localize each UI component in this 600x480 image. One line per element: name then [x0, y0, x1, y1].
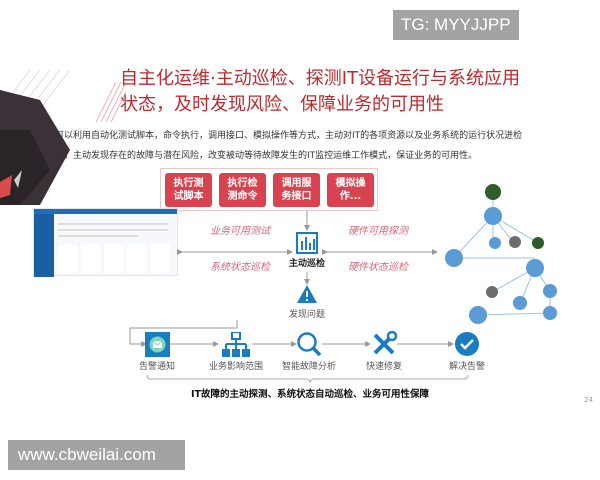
- method-text: 模拟操: [335, 178, 366, 189]
- description: 可以利用自动化测试脚本，命令执行，调用接口、模拟操作等方式，主动对IT的各项资源…: [55, 126, 555, 166]
- method-text: 调用服: [281, 178, 312, 189]
- method-text: 执行测: [173, 178, 204, 189]
- title-line-2: 状态，及时发现风险、保障业务的可用性: [120, 94, 444, 115]
- methods-panel: 执行测试脚本 执行检测命令 调用服务接口 模拟操作...: [160, 168, 378, 211]
- title-stripes-decoration: [96, 82, 126, 122]
- method-text: 测命令: [227, 191, 258, 202]
- tools-icon: [373, 331, 397, 355]
- label-business-availability-test: 业务可用测试: [210, 226, 270, 237]
- method-box: 执行测试脚本: [165, 173, 212, 207]
- description-line-1: 可以利用自动化测试脚本，命令执行，调用接口、模拟操作等方式，主动对IT的各项资源…: [55, 131, 523, 141]
- method-box: 模拟操作...: [327, 173, 374, 207]
- method-text: 作...: [339, 191, 362, 202]
- app-screenshot-thumbnail: [33, 208, 178, 277]
- method-box: 调用服务接口: [273, 173, 320, 207]
- flow-label-fault-analysis: 智能故障分析: [281, 362, 336, 372]
- flow-label-resolve-alert: 解决告警: [448, 362, 485, 372]
- page-title: 自主化运维·主动巡检、探测IT设备运行与系统应用 状态，及时发现风险、保障业务的…: [120, 66, 560, 118]
- watermark-top: TG: MYYJJPP: [393, 10, 519, 40]
- description-line-2: 测，主动发现存在的故障与潜在风险，改变被动等待故障发生的IT监控运维工作模式，保…: [55, 151, 478, 161]
- page-number: 24: [584, 396, 593, 404]
- flow-label-impact-scope: 业务影响范围: [208, 362, 263, 372]
- label-hardware-status-inspection: 硬件状态巡检: [348, 262, 408, 273]
- center-label: 主动巡检: [288, 259, 325, 269]
- flow-label-quick-fix: 快速修复: [365, 362, 402, 372]
- warning-icon: [297, 285, 317, 303]
- method-box: 执行检测命令: [219, 173, 266, 207]
- watermark-bottom: www.cbweilai.com: [8, 440, 185, 470]
- hierarchy-icon: [222, 332, 250, 357]
- topology-graph: [445, 184, 557, 324]
- mail-icon: [145, 332, 170, 357]
- method-text: 试脚本: [173, 191, 204, 202]
- search-icon: [297, 332, 322, 357]
- bar-chart-icon: [296, 232, 318, 254]
- label-hardware-availability-probe: 硬件可用探测: [348, 226, 408, 237]
- bottom-caption: IT故障的主动探测、系统状态自动巡检、业务可用性保障: [190, 389, 429, 400]
- flow-label-alert-notify: 告警通知: [138, 362, 175, 372]
- problem-label: 发现问题: [288, 310, 325, 320]
- title-line-1: 自主化运维·主动巡检、探测IT设备运行与系统应用: [120, 68, 521, 89]
- check-circle-icon: [455, 332, 479, 356]
- method-text: 执行检: [227, 178, 258, 189]
- label-system-status-inspection: 系统状态巡检: [210, 262, 270, 273]
- decorative-corner-shape: [0, 70, 70, 205]
- method-text: 务接口: [281, 191, 312, 202]
